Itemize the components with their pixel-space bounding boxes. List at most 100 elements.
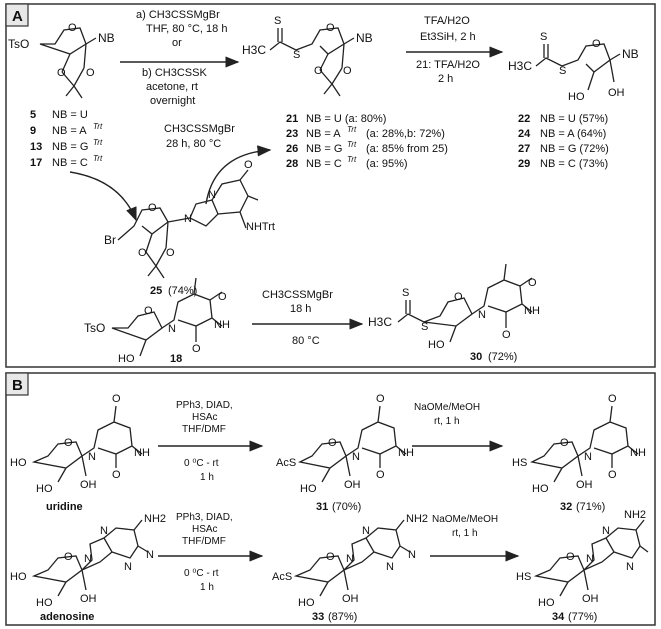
n-label: N xyxy=(586,553,594,565)
ring-o: O xyxy=(566,551,575,563)
cpd-17: 17 xyxy=(30,157,42,169)
o-label: O xyxy=(376,393,385,405)
ring-o: O xyxy=(144,305,153,317)
ring-o: O xyxy=(64,551,73,563)
adenosine-structure: HO O N N NH2 N N HO OH adenosine xyxy=(10,513,166,623)
o-label: O xyxy=(138,247,147,259)
sm-list: 5 NB = U 9 NB = A Trt 13 NB = G Trt 17 N… xyxy=(30,109,103,169)
ho-label: HO xyxy=(10,457,27,469)
cpd-31-num: 31 xyxy=(316,501,328,513)
o-label: O xyxy=(528,277,537,289)
conditions-b1: PPh3, DIAD, HSAc THF/DMF 0 ⁰C - rt 1 h xyxy=(176,400,233,483)
cond-line: rt, 1 h xyxy=(452,528,478,539)
n-label: N xyxy=(184,213,192,225)
oh-label: OH xyxy=(80,593,97,605)
o-label: O xyxy=(166,247,175,259)
thio-s: S xyxy=(293,49,300,61)
nh-label: NH xyxy=(134,447,150,459)
n-label: N xyxy=(146,549,154,561)
n-label: N xyxy=(208,189,216,201)
tso-group: TsO xyxy=(8,37,29,51)
ho-label: HO xyxy=(300,483,317,495)
nh-label: NH xyxy=(398,447,414,459)
cond-line: 80 °C xyxy=(292,335,320,347)
o-label: O xyxy=(608,469,617,481)
conditions-b2: NaOMe/MeOH rt, 1 h xyxy=(414,402,480,427)
cpd-34-num: 34 xyxy=(552,611,565,623)
o-label: O xyxy=(376,469,385,481)
acs-label: AcS xyxy=(276,457,296,469)
trt-sup: Trt xyxy=(347,155,357,164)
cpd-18-num: 18 xyxy=(170,353,182,365)
cpd-21-text: NB = U (a: 80%) xyxy=(306,113,386,125)
cpd-31-structure: AcS O N O NH O HO OH 31 (70%) xyxy=(276,393,414,513)
cpd-32-structure: HS O N O NH O HO OH 32 (71%) xyxy=(512,393,646,513)
conditions-2: TFA/H2O Et3SiH, 2 h 21: TFA/H2O 2 h xyxy=(416,15,480,85)
cpd-18-structure: TsO HO O N O NH O 18 xyxy=(84,277,230,365)
cpd-17-nb: NB = C xyxy=(52,157,88,169)
cond-line: a) CH3CSSMgBr xyxy=(136,9,220,21)
h3c-group: H3C xyxy=(508,59,532,73)
prod-list: 22 NB = U (57%) 24 NB = A (64%) 27 NB = … xyxy=(518,113,609,170)
cpd-24: 24 xyxy=(518,128,531,140)
tso-group: TsO xyxy=(84,321,105,335)
o-label: O xyxy=(244,159,253,171)
cond-line: 21: TFA/H2O xyxy=(416,59,480,71)
n-label: N xyxy=(168,323,176,335)
ring-o: O xyxy=(148,202,157,214)
cpd-25-structure: Br O N N O NHTrt O O 25 (74%) xyxy=(104,159,275,297)
cond-line: HSAc xyxy=(192,412,218,423)
cond-line: 28 h, 80 °C xyxy=(166,138,221,150)
n-label: N xyxy=(386,561,394,573)
cond-line: NaOMe/MeOH xyxy=(414,402,480,413)
prod-diol-sugar: H3C S S O NB HO OH xyxy=(508,31,639,103)
o-label: O xyxy=(343,65,352,77)
cond-line: 1 h xyxy=(200,582,214,593)
cond-line: 0 ⁰C - rt xyxy=(184,458,219,469)
cpd-5-nb: NB = U xyxy=(52,109,88,121)
nh2-label: NH2 xyxy=(624,509,646,521)
acs-label: AcS xyxy=(272,571,292,583)
cond-line: PPh3, DIAD, xyxy=(176,400,233,411)
oh-label: OH xyxy=(342,593,359,605)
nh2-label: NH2 xyxy=(406,513,428,525)
hs-label: HS xyxy=(516,571,531,583)
cpd-23: 23 xyxy=(286,128,298,140)
cond-line: CH3CSSMgBr xyxy=(262,289,333,301)
cond-line: 18 h xyxy=(290,303,311,315)
mid-list: 21 NB = U (a: 80%) 23 NB = A Trt (a: 28%… xyxy=(286,113,448,170)
oh-label: OH xyxy=(80,479,97,491)
o-label: O xyxy=(57,67,66,79)
thio-s: S xyxy=(421,321,428,333)
nhtrt-label: NHTrt xyxy=(246,221,275,233)
cond-line: overnight xyxy=(150,95,195,107)
ring-o: O xyxy=(454,291,463,303)
nh-label: NH xyxy=(524,305,540,317)
curved-arrow-out xyxy=(205,145,272,205)
trt-sup: Trt xyxy=(93,138,103,147)
cond-line: 1 h xyxy=(200,472,214,483)
ring-o: O xyxy=(64,437,73,449)
thio-s: S xyxy=(559,65,566,77)
ho-label: HO xyxy=(568,91,585,103)
cpd-5: 5 xyxy=(30,109,36,121)
ring-o: O xyxy=(592,38,601,50)
curved-arrows: CH3CSSMgBr 28 h, 80 °C xyxy=(69,123,272,222)
conditions-b4: NaOMe/MeOH rt, 1 h xyxy=(432,514,498,539)
n-label: N xyxy=(602,525,610,537)
panel-a-frame xyxy=(5,3,656,368)
cond-line: 0 ⁰C - rt xyxy=(184,568,219,579)
o-label: O xyxy=(314,65,323,77)
o-label: O xyxy=(192,343,201,355)
cond-line: THF/DMF xyxy=(182,536,226,547)
cpd-31-yield: (70%) xyxy=(332,501,361,513)
trt-sup: Trt xyxy=(93,122,103,131)
ring-o: O xyxy=(326,22,335,34)
n-label: N xyxy=(100,525,108,537)
cond-line: acetone, rt xyxy=(146,81,198,93)
cond-line: rt, 1 h xyxy=(434,416,460,427)
cpd-26-yield: (a: 85% from 25) xyxy=(366,143,448,155)
cpd-27-text: NB = G (72%) xyxy=(540,143,609,155)
cpd-34-yield: (77%) xyxy=(568,611,597,623)
